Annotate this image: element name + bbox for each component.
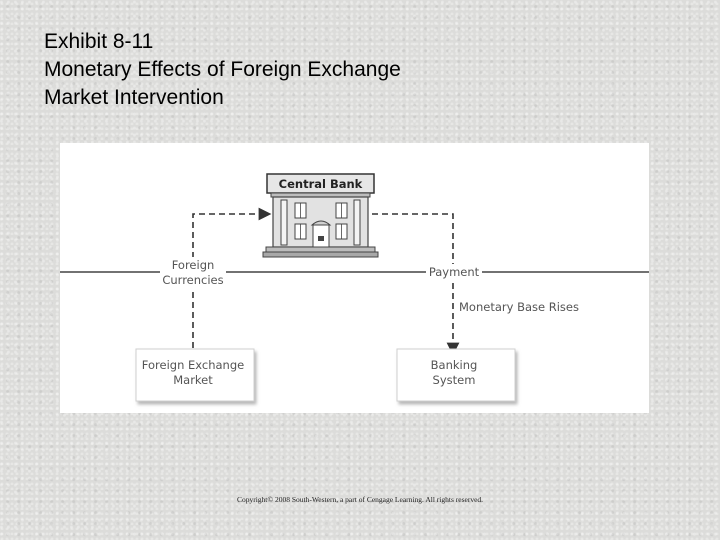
flow-diagram: Central Bank Foreign Currencies Payment … <box>60 173 649 402</box>
dashed-line-fx-to-bank <box>192 207 272 348</box>
title-line-2: Monetary Effects of Foreign Exchange <box>44 58 401 81</box>
foreign-currencies-label-bg <box>160 257 226 289</box>
banking-system-label-line1: Banking <box>431 358 478 372</box>
fx-market-label-line1: Foreign Exchange <box>142 358 244 372</box>
monetary-base-rises-label: Monetary Base Rises <box>459 300 579 314</box>
title-line-3: Market Intervention <box>44 86 224 109</box>
foreign-currencies-label-line2: Currencies <box>162 273 223 287</box>
banking-system-box <box>396 348 516 402</box>
fx-market-label-line2: Market <box>173 373 213 387</box>
title-line-1: Exhibit 8-11 <box>44 30 154 53</box>
payment-label: Payment <box>429 265 480 279</box>
banking-system-label-line2: System <box>433 373 476 387</box>
page-title: Exhibit 8-11 Monetary Effects of Foreign… <box>44 28 401 112</box>
fx-market-box <box>135 348 255 402</box>
central-bank-label: Central Bank <box>279 177 363 191</box>
foreign-currencies-label-line1: Foreign <box>172 258 215 272</box>
payment-label-bg <box>426 264 482 280</box>
diagram-panel: Central Bank Foreign Currencies Payment … <box>60 143 649 413</box>
copyright-notice: Copyright© 2008 South-Western, a part of… <box>236 495 484 504</box>
central-bank-building-icon <box>262 173 379 258</box>
dashed-line-bank-to-banking <box>372 213 460 356</box>
